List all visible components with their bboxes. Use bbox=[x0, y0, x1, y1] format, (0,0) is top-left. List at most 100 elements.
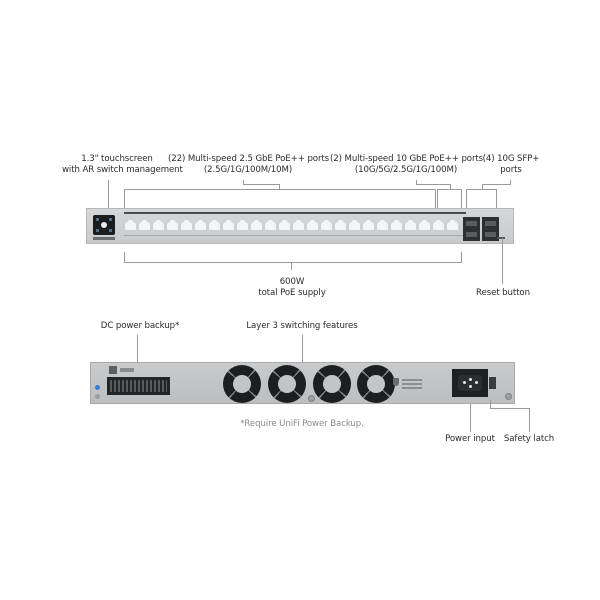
leader-latch-v2 bbox=[529, 408, 530, 432]
rj45-port[interactable] bbox=[334, 219, 347, 232]
label-ports-10g-line1: (2) Multi-speed 10 GbE PoE++ ports bbox=[330, 154, 484, 164]
rj45-port[interactable] bbox=[124, 219, 137, 232]
touchscreen[interactable] bbox=[93, 215, 115, 235]
leader-25g-right bbox=[435, 189, 436, 208]
leader-10g-h bbox=[416, 184, 451, 185]
poe-bracket-right bbox=[461, 252, 462, 262]
rj45-port[interactable] bbox=[418, 219, 431, 232]
front-top-strip bbox=[124, 212, 466, 214]
rj45-port[interactable] bbox=[292, 219, 305, 232]
regulatory-text bbox=[402, 379, 422, 381]
rj45-port[interactable] bbox=[390, 219, 403, 232]
leader-power-input bbox=[470, 404, 471, 432]
rj45-port[interactable] bbox=[208, 219, 221, 232]
brand-logo bbox=[93, 237, 115, 240]
touchscreen-glyph bbox=[96, 218, 99, 221]
leader-sfp-right bbox=[496, 189, 497, 208]
leader-10g-left bbox=[437, 189, 438, 208]
port-label-strip bbox=[124, 235, 466, 239]
touchscreen-glyph bbox=[109, 229, 112, 232]
leader-latch-h bbox=[490, 408, 530, 409]
rj45-port[interactable] bbox=[138, 219, 151, 232]
rj45-port[interactable] bbox=[166, 219, 179, 232]
poe-bracket-left bbox=[124, 252, 125, 262]
status-led-blue bbox=[95, 385, 100, 390]
screw bbox=[505, 393, 512, 400]
ground-screw bbox=[95, 394, 100, 399]
leader-10g-right bbox=[461, 189, 462, 208]
leader-10g-bracket bbox=[437, 189, 462, 190]
poe-bracket-h bbox=[124, 262, 462, 263]
rj45-port[interactable] bbox=[264, 219, 277, 232]
rear-label-text bbox=[120, 368, 134, 372]
touchscreen-center-icon bbox=[101, 222, 107, 228]
leader-10g-stem2 bbox=[450, 184, 451, 189]
rj45-port[interactable] bbox=[306, 219, 319, 232]
rj45-port[interactable] bbox=[152, 219, 165, 232]
leader-25g-left bbox=[124, 189, 125, 208]
sfp-cage-1[interactable] bbox=[463, 217, 480, 241]
qr-code bbox=[109, 366, 117, 374]
leader-sfp-stem2 bbox=[482, 184, 483, 189]
touchscreen-glyph bbox=[96, 229, 99, 232]
footnote: *Require UniFi Power Backup. bbox=[240, 419, 364, 429]
switch-rear-panel bbox=[90, 362, 515, 404]
switch-front-panel bbox=[86, 208, 514, 244]
leader-latch-v bbox=[490, 400, 491, 408]
label-safety-latch: Safety latch bbox=[503, 434, 555, 444]
leader-25g-stem2 bbox=[279, 184, 280, 189]
rj45-port[interactable] bbox=[278, 219, 291, 232]
reset-button[interactable] bbox=[497, 237, 505, 239]
label-ports-10g: (2) Multi-speed 10 GbE PoE++ ports (10G/… bbox=[330, 154, 484, 176]
rj45-port[interactable] bbox=[404, 219, 417, 232]
label-ports-25g-line2: (2.5G/1G/100M/10M) bbox=[203, 165, 293, 175]
rj45-port[interactable] bbox=[222, 219, 235, 232]
label-power-input: Power input bbox=[445, 434, 495, 444]
label-touchscreen-line1: 1.3" touchscreen bbox=[81, 154, 153, 164]
fan-icon bbox=[268, 365, 306, 403]
leader-sfp-stem bbox=[510, 180, 511, 184]
leader-sfp-left bbox=[466, 189, 467, 208]
dc-power-connector[interactable] bbox=[107, 377, 170, 395]
label-reset: Reset button bbox=[476, 288, 530, 298]
power-input-socket[interactable] bbox=[452, 369, 488, 397]
leader-touchscreen bbox=[108, 180, 109, 208]
fan-icon bbox=[223, 365, 261, 403]
rj45-port[interactable] bbox=[236, 219, 249, 232]
fan-icon bbox=[313, 365, 351, 403]
leader-25g-stem bbox=[243, 180, 244, 184]
label-sfp-line2: ports bbox=[500, 165, 522, 175]
label-ports-25g: (22) Multi-speed 2.5 GbE PoE++ ports (2.… bbox=[168, 154, 330, 176]
label-poe-line1: 600W bbox=[279, 277, 305, 287]
rj45-port-10g[interactable] bbox=[446, 219, 459, 232]
rj45-port[interactable] bbox=[362, 219, 375, 232]
rj45-port[interactable] bbox=[348, 219, 361, 232]
ubiquiti-logo bbox=[393, 378, 399, 386]
label-sfp-line1: (4) 10G SFP+ bbox=[482, 154, 540, 164]
label-touchscreen-line2: with AR switch management bbox=[62, 165, 183, 175]
rj45-port[interactable] bbox=[376, 219, 389, 232]
leader-reset bbox=[502, 238, 503, 284]
rj45-port-10g[interactable] bbox=[432, 219, 445, 232]
rj45-port[interactable] bbox=[194, 219, 207, 232]
leader-layer3 bbox=[302, 335, 303, 362]
sfp-cage-2[interactable] bbox=[482, 217, 499, 241]
leader-sfp-h bbox=[482, 184, 511, 185]
label-ports-25g-line1: (22) Multi-speed 2.5 GbE PoE++ ports bbox=[168, 154, 330, 164]
leader-sfp-bracket bbox=[466, 189, 497, 190]
poe-bracket-stem bbox=[291, 262, 292, 270]
rj45-port-group bbox=[124, 219, 459, 232]
label-ports-10g-line2: (10G/5G/2.5G/1G/100M) bbox=[354, 165, 458, 175]
screw bbox=[308, 395, 315, 402]
leader-25g-h1 bbox=[243, 184, 280, 185]
leader-dc bbox=[137, 335, 138, 362]
label-poe-supply: 600W total PoE supply bbox=[232, 277, 352, 299]
rj45-port[interactable] bbox=[320, 219, 333, 232]
label-poe-line2: total PoE supply bbox=[258, 288, 326, 298]
safety-latch[interactable] bbox=[489, 377, 496, 389]
label-touchscreen: 1.3" touchscreen with AR switch manageme… bbox=[62, 154, 183, 176]
rj45-port[interactable] bbox=[180, 219, 193, 232]
rj45-port[interactable] bbox=[250, 219, 263, 232]
label-layer3: Layer 3 switching features bbox=[246, 321, 358, 331]
touchscreen-glyph bbox=[109, 218, 112, 221]
